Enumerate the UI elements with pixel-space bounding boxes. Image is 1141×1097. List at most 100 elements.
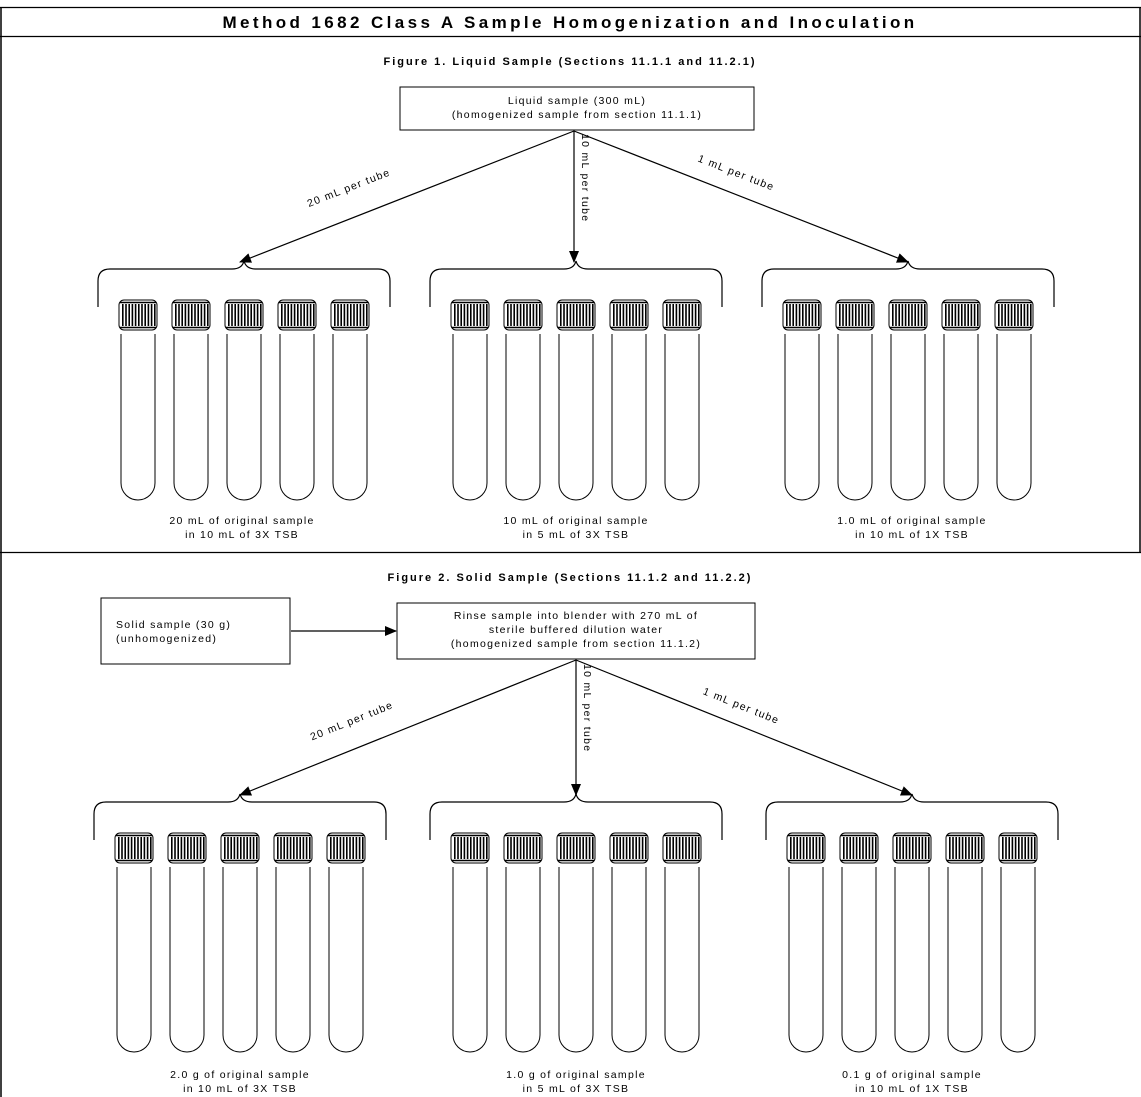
figure-1-group-1-line-2: in 10 mL of 3X TSB — [185, 529, 299, 541]
tube-body — [116, 867, 152, 1053]
figure-2-source-line-2: sterile buffered dilution water — [489, 624, 663, 636]
test-tube — [220, 832, 260, 1053]
tube-cap — [892, 832, 932, 864]
figure-2-group-1-line-1: 2.0 g of original sample — [170, 1069, 310, 1081]
tube-cap — [556, 299, 596, 331]
tube-body — [279, 334, 315, 501]
figure-2-group-3-line-1: 0.1 g of original sample — [842, 1069, 982, 1081]
group-brace — [93, 793, 387, 840]
test-tube — [888, 299, 928, 501]
tube-cap — [450, 832, 490, 864]
figure-2-source-line-3: (homogenized sample from section 11.1.2) — [451, 638, 701, 650]
figure-1-tube-groups — [97, 260, 1055, 501]
tube-cap — [945, 832, 985, 864]
figure-2-group-3-line-2: in 10 mL of 1X TSB — [855, 1083, 969, 1095]
test-tube — [892, 832, 932, 1053]
figure-1-source-line-2: (homogenized sample from section 11.1.1) — [452, 109, 702, 121]
test-tube — [450, 299, 490, 501]
tube-cap — [114, 832, 154, 864]
test-tube — [273, 832, 313, 1053]
tube-cap — [994, 299, 1034, 331]
tube-body — [784, 334, 820, 501]
figure-2-group-3 — [765, 793, 1059, 1053]
tube-body — [169, 867, 205, 1053]
figure-1-group-2 — [429, 260, 723, 501]
tube-body — [222, 867, 258, 1053]
tube-body — [558, 867, 594, 1053]
test-tube — [224, 299, 264, 501]
figure-2-arrow-right-label: 1 mL per tube — [701, 685, 781, 726]
tube-cap — [277, 299, 317, 331]
tube-cap — [609, 832, 649, 864]
figure-2-source-line-1: Rinse sample into blender with 270 mL of — [454, 610, 698, 622]
tube-cap — [941, 299, 981, 331]
test-tube — [330, 299, 370, 501]
tube-body — [558, 334, 594, 501]
test-tube — [941, 299, 981, 501]
figure-1-group-3-line-1: 1.0 mL of original sample — [837, 515, 986, 527]
figure-2-group-2 — [429, 793, 723, 1053]
figure-2-arrow-right — [575, 659, 913, 796]
tube-body — [943, 334, 979, 501]
figure-1-group-2-line-1: 10 mL of original sample — [503, 515, 648, 527]
tube-body — [947, 867, 983, 1053]
tube-body — [1000, 867, 1036, 1053]
test-tube — [503, 832, 543, 1053]
figure-1-arrow-right-label: 1 mL per tube — [696, 153, 776, 194]
figure-1-arrow-left — [239, 130, 575, 263]
tube-body — [890, 334, 926, 501]
tube-body — [328, 867, 364, 1053]
tube-body — [275, 867, 311, 1053]
tube-body — [611, 334, 647, 501]
tube-body — [120, 334, 156, 501]
test-tube — [786, 832, 826, 1053]
tube-cap — [998, 832, 1038, 864]
tube-body — [452, 334, 488, 501]
test-tube — [609, 832, 649, 1053]
tube-body — [664, 867, 700, 1053]
test-tube — [556, 832, 596, 1053]
tube-body — [837, 334, 873, 501]
test-tube — [556, 299, 596, 501]
test-tube — [994, 299, 1034, 501]
tube-body — [173, 334, 209, 501]
tube-cap — [118, 299, 158, 331]
tube-cap — [450, 299, 490, 331]
figure-2: Figure 2. Solid Sample (Sections 11.1.2 … — [93, 572, 1059, 1095]
group-brace — [429, 793, 723, 840]
tube-cap — [503, 832, 543, 864]
test-tube — [609, 299, 649, 501]
figure-2-source-box — [396, 602, 756, 660]
figure-2-input-line-1: Solid sample (30 g) — [116, 619, 231, 631]
test-tube — [839, 832, 879, 1053]
group-brace — [761, 260, 1055, 307]
test-tube — [662, 832, 702, 1053]
test-tube — [167, 832, 207, 1053]
tube-body — [226, 334, 262, 501]
figure-1-source-line-1: Liquid sample (300 mL) — [508, 95, 646, 107]
figure-2-group-1-line-2: in 10 mL of 3X TSB — [183, 1083, 297, 1095]
tube-cap — [609, 299, 649, 331]
figure-1: Figure 1. Liquid Sample (Sections 11.1.1… — [97, 56, 1055, 541]
figure-2-arrow-middle-label: 10 mL per tube — [581, 664, 593, 752]
tube-cap — [835, 299, 875, 331]
tube-cap — [782, 299, 822, 331]
test-tube — [277, 299, 317, 501]
tube-cap — [330, 299, 370, 331]
tube-cap — [167, 832, 207, 864]
test-tube — [998, 832, 1038, 1053]
figure-2-arrow-left — [239, 659, 577, 796]
tube-cap — [503, 299, 543, 331]
test-tube — [835, 299, 875, 501]
tube-cap — [888, 299, 928, 331]
figure-1-group-1 — [97, 260, 391, 501]
test-tube — [662, 299, 702, 501]
figure-2-title: Figure 2. Solid Sample (Sections 11.1.2 … — [388, 572, 753, 584]
tube-cap — [171, 299, 211, 331]
tube-body — [505, 334, 541, 501]
figure-1-group-3-line-2: in 10 mL of 1X TSB — [855, 529, 969, 541]
tube-cap — [662, 832, 702, 864]
figure-1-source-box — [399, 86, 755, 131]
figure-2-group-2-line-2: in 5 mL of 3X TSB — [523, 1083, 630, 1095]
